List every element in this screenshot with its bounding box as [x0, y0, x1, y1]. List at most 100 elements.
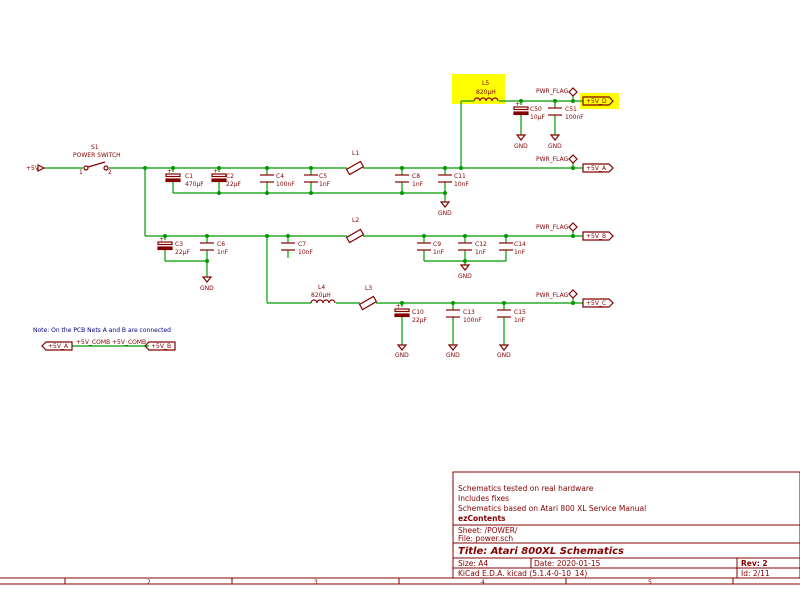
net-label-5v-c: +5V_C: [582, 298, 614, 308]
c11-ref: C11: [454, 173, 466, 180]
gnd-symbol-b2: GND: [458, 264, 472, 280]
svg-text:+: +: [213, 168, 218, 175]
svg-text:+5V_A: +5V_A: [48, 343, 69, 350]
switch-s1: S1 POWER SWITCH 1 2: [73, 144, 121, 176]
c4-ref: C4: [276, 173, 284, 180]
svg-text:PWR_FLAG: PWR_FLAG: [536, 292, 569, 299]
capacitor-c13: C13 100nF: [446, 309, 482, 324]
capacitor-c5: C5 1nF: [304, 173, 331, 188]
power-input: +5V: [26, 164, 46, 172]
c3-ref: C3: [175, 241, 183, 248]
gnd-symbol-d2: GND: [548, 134, 562, 150]
tb-size: Size: A4: [458, 559, 488, 568]
c9-value: 1nF: [433, 249, 445, 256]
capacitor-c3: + C3 22µF: [157, 236, 190, 256]
c51-ref: C51: [565, 106, 577, 113]
c5-ref: C5: [319, 173, 327, 180]
l5-value: 820µH: [476, 89, 496, 96]
gnd-symbol-c3: GND: [497, 344, 511, 359]
l5-ref: L5: [482, 80, 489, 87]
capacitor-c51: C51 100nF: [548, 106, 584, 121]
c6-ref: C6: [217, 241, 225, 248]
c51-value: 100nF: [565, 114, 584, 121]
svg-text:+: +: [167, 168, 172, 175]
c15-value: 1nF: [514, 317, 526, 324]
pwr-flag-d: PWR_FLAG: [536, 87, 578, 97]
c8-ref: C8: [412, 173, 420, 180]
c14-value: 1nF: [514, 249, 526, 256]
svg-text:GND: GND: [446, 352, 460, 359]
c50-ref: C50: [530, 106, 542, 113]
tb-tool: KiCad E.D.A. kicad (5.1.4-0-10_14): [458, 569, 587, 578]
svg-text:+5V_B: +5V_B: [151, 343, 171, 350]
tb-file: File: power.sch: [458, 534, 513, 543]
capacitor-c10: + C10 22µF: [394, 303, 427, 324]
inductor-l5: L5 820µH: [473, 80, 499, 102]
power-input-label: +5V: [26, 165, 40, 172]
l4-value: 820µH: [311, 292, 331, 299]
svg-text:GND: GND: [395, 352, 409, 359]
tb-comment-1: Schematics tested on real hardware: [458, 484, 594, 493]
svg-text:+5V_D: +5V_D: [586, 98, 607, 105]
c2-value: 22µF: [226, 181, 241, 188]
c2-ref: C2: [226, 173, 234, 180]
gnd-symbol-c1: GND: [395, 344, 409, 359]
net-label-5v-a: +5V_A: [582, 163, 614, 173]
svg-text:GND: GND: [514, 143, 528, 150]
l2-ref: L2: [352, 217, 359, 224]
comb-label-1: +5V_COMB: [76, 339, 110, 346]
border-num-3: 3: [314, 579, 318, 586]
border-num-4: 4: [481, 579, 485, 586]
svg-text:GND: GND: [548, 143, 562, 150]
pwr-flag-c: PWR_FLAG: [536, 289, 578, 299]
c3-value: 22µF: [175, 249, 190, 256]
c14-ref: C14: [514, 241, 526, 248]
wires: [44, 96, 583, 347]
svg-text:GND: GND: [200, 285, 214, 292]
c9-ref: C9: [433, 241, 441, 248]
capacitor-c50: + C50 10µF: [513, 101, 545, 121]
svg-text:GND: GND: [458, 273, 472, 280]
border-num-2: 2: [147, 579, 151, 586]
border-num-5: 5: [648, 579, 652, 586]
comb-label-2: +5V_COMB: [112, 339, 146, 346]
c12-ref: C12: [475, 241, 487, 248]
c6-value: 1nF: [217, 249, 229, 256]
tb-title: Title: Atari 800XL Schematics: [458, 546, 624, 557]
tb-date: Date: 2020-01-15: [534, 559, 601, 568]
switch-pin1: 1: [79, 169, 83, 176]
capacitor-c1: + C1 470µF: [165, 168, 204, 188]
l1-ref: L1: [352, 150, 359, 157]
c11-value: 10nF: [454, 181, 469, 188]
c10-ref: C10: [412, 309, 424, 316]
highlight-l5: [452, 74, 505, 104]
c13-value: 100nF: [463, 317, 482, 324]
capacitor-c2: + C2 22µF: [211, 168, 241, 188]
net-label-comb-a: +5V_A: [41, 341, 73, 351]
junctions: [143, 99, 575, 305]
c10-value: 22µF: [412, 317, 427, 324]
tb-comment-3: Schematics based on Atari 800 XL Service…: [458, 504, 646, 513]
gnd-symbol-a: GND: [438, 201, 452, 217]
capacitor-c15: C15 1nF: [497, 309, 526, 324]
inductor-l3: L3: [358, 285, 378, 311]
switch-value: POWER SWITCH: [73, 152, 121, 159]
switch-pin2: 2: [108, 169, 112, 176]
l3-ref: L3: [365, 285, 372, 292]
capacitor-c11: C11 10nF: [438, 173, 469, 188]
c12-value: 1nF: [475, 249, 487, 256]
svg-text:PWR_FLAG: PWR_FLAG: [536, 156, 569, 163]
c5-value: 1nF: [319, 181, 331, 188]
svg-text:+: +: [396, 303, 401, 310]
svg-text:+: +: [515, 101, 520, 108]
pwr-flags: PWR_FLAG PWR_FLAG PWR_FLAG PWR_FLAG: [536, 87, 578, 299]
svg-text:GND: GND: [438, 210, 452, 217]
net-label-5v-b: +5V_B: [582, 231, 614, 241]
svg-text:+5V_A: +5V_A: [586, 165, 607, 172]
svg-text:+5V_B: +5V_B: [586, 233, 606, 240]
c1-ref: C1: [185, 173, 193, 180]
inductor-l4: L4 820µH: [310, 284, 336, 304]
capacitor-c6: C6 1nF: [200, 241, 229, 256]
pwr-flag-a: PWR_FLAG: [536, 154, 578, 164]
